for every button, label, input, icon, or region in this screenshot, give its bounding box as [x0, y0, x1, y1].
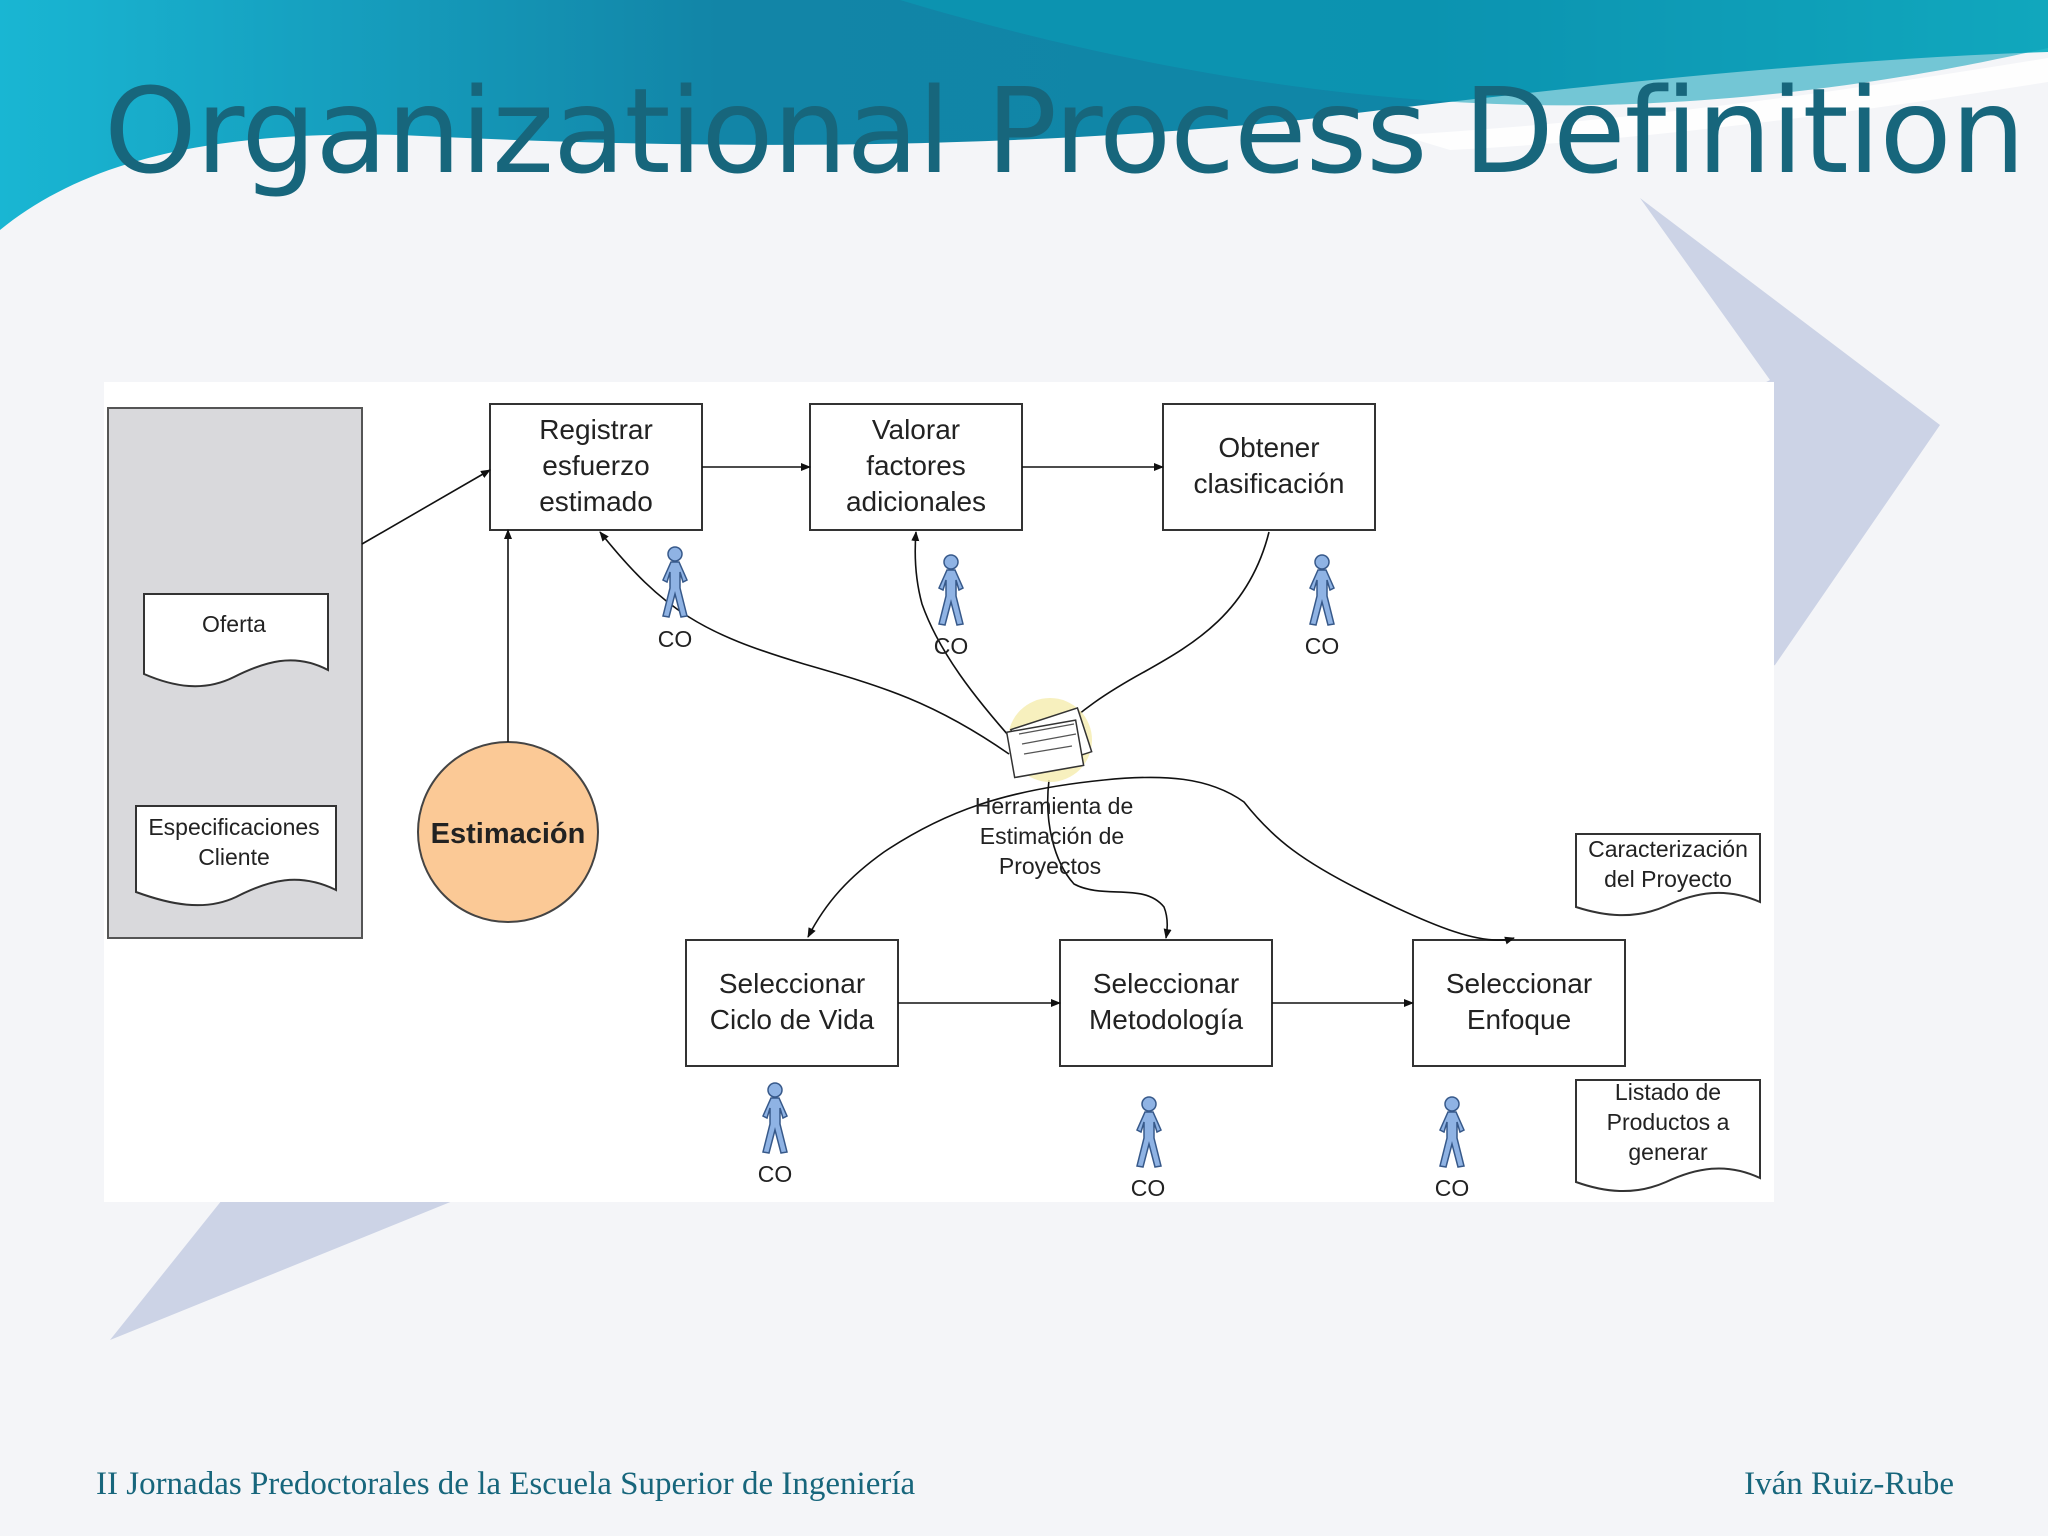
box-enfoque: Seleccionar Enfoque: [1412, 939, 1626, 1067]
role-label-6: CO: [1435, 1175, 1470, 1201]
role-actor-6: CO: [1435, 1096, 1470, 1201]
footer-author: Iván Ruiz-Rube: [1744, 1466, 1954, 1502]
tool-label-line3: Proyectos: [999, 853, 1101, 879]
role-label-1: CO: [658, 626, 693, 652]
role-label-5: CO: [1131, 1175, 1166, 1201]
box-valorar-line2: factores: [866, 450, 966, 481]
person-icon: [938, 554, 964, 626]
box-ciclo-line2: Ciclo de Vida: [710, 1004, 875, 1035]
box-obtener-line2: clasificación: [1194, 468, 1345, 499]
doc-listado: Listado de Productos a generar: [1575, 1079, 1761, 1192]
person-icon: [1136, 1096, 1162, 1168]
role-label-4: CO: [758, 1161, 793, 1187]
estimacion-node: Estimación: [417, 741, 599, 923]
box-metodologia: Seleccionar Metodología: [1059, 939, 1273, 1067]
box-valorar-line3: adicionales: [846, 486, 986, 517]
doc-caracterizacion-line1: Caracterización: [1588, 836, 1748, 862]
box-registrar: Registrar esfuerzo estimado: [489, 403, 703, 531]
slide-title: Organizational Process Definition: [104, 62, 2026, 200]
box-metodologia-line1: Seleccionar: [1093, 968, 1239, 999]
process-diagram: Oferta Especificaciones Cliente Registra…: [107, 403, 1761, 1201]
top-wave-light: [1400, 58, 2048, 150]
person-icon: [1439, 1096, 1465, 1168]
box-registrar-line3: estimado: [539, 486, 653, 517]
doc-caracterizacion-line2: del Proyecto: [1604, 866, 1732, 892]
role-label-2: CO: [934, 633, 969, 659]
link-obtener-to-tool: [1058, 531, 1270, 733]
role-actor-4: CO: [758, 1082, 793, 1187]
tool-icon: [1005, 698, 1093, 782]
arrow-repo-to-registrar: [361, 469, 491, 545]
box-ciclo: Seleccionar Ciclo de Vida: [685, 939, 899, 1067]
box-ciclo-line1: Seleccionar: [719, 968, 865, 999]
footer-event-name: II Jornadas Predoctorales de la Escuela …: [96, 1466, 916, 1502]
doc-caracterizacion: Caracterización del Proyecto: [1575, 833, 1761, 917]
doc-listado-line2: Productos a: [1607, 1109, 1730, 1135]
person-icon: [762, 1082, 788, 1154]
box-obtener-line1: Obtener: [1218, 432, 1319, 463]
person-icon: [662, 546, 688, 618]
top-wave-highlight: [900, 0, 2048, 106]
box-obtener: Obtener clasificación: [1162, 403, 1376, 531]
box-valorar: Valorar factores adicionales: [809, 403, 1023, 531]
box-valorar-line1: Valorar: [872, 414, 960, 445]
box-enfoque-line2: Enfoque: [1467, 1004, 1571, 1035]
box-metodologia-line2: Metodología: [1089, 1004, 1244, 1035]
link-tool-to-enfoque: [1103, 776, 1515, 945]
doc-especificaciones-line1: Especificaciones: [148, 814, 319, 840]
doc-especificaciones: Especificaciones Cliente: [135, 805, 337, 907]
doc-listado-line1: Listado de: [1615, 1079, 1721, 1105]
role-actor-5: CO: [1131, 1096, 1166, 1201]
doc-especificaciones-line2: Cliente: [198, 844, 270, 870]
role-actor-3: CO: [1305, 554, 1340, 659]
tool-label-line2: Estimación de: [980, 823, 1124, 849]
link-tool-to-valorar: [911, 531, 1017, 745]
role-actor-2: CO: [934, 554, 969, 659]
box-registrar-line1: Registrar: [539, 414, 653, 445]
box-registrar-line2: esfuerzo: [542, 450, 649, 481]
estimacion-label: Estimación: [431, 818, 586, 850]
role-actor-1: CO: [658, 546, 693, 652]
link-tool-to-registrar: [599, 531, 1010, 755]
tool-label-line1: Herramienta de: [975, 793, 1134, 819]
doc-listado-line3: generar: [1628, 1139, 1708, 1165]
process-diagram-panel: Oferta Especificaciones Cliente Registra…: [104, 382, 1774, 1202]
box-enfoque-line1: Seleccionar: [1446, 968, 1592, 999]
person-icon: [1309, 554, 1335, 626]
link-tool-to-ciclo: [807, 779, 1105, 938]
doc-oferta: Oferta: [143, 593, 329, 688]
doc-oferta-label: Oferta: [202, 611, 266, 637]
role-label-3: CO: [1305, 633, 1340, 659]
link-tool-to-metodologia: [1046, 779, 1172, 939]
